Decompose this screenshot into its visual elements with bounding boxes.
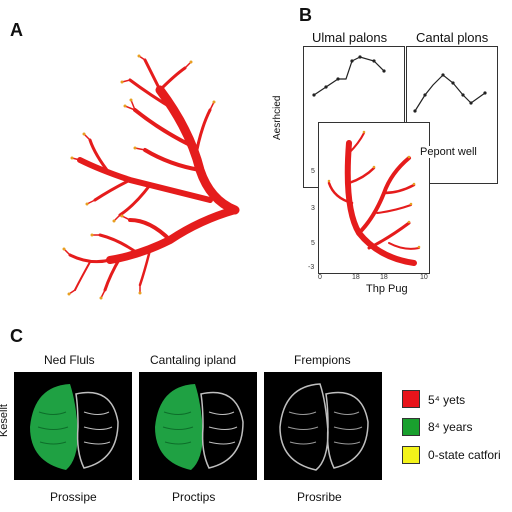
x-tick-label: 18 (352, 274, 360, 281)
inset-tree-illustration (327, 130, 421, 266)
brain-illustration-2 (155, 384, 244, 470)
legend-label: 5⁴ yets (428, 393, 466, 407)
brain-image-1 (14, 372, 132, 480)
legend-label: 8⁴ years (428, 420, 473, 434)
branching-tree-illustration (62, 54, 240, 300)
line-plot-2-series (413, 73, 487, 113)
inset-title: Pepont well (420, 146, 477, 158)
brain-illustration-3 (279, 383, 369, 471)
brain-caption-2: Proctips (172, 490, 216, 504)
x-tick-label: 0 (318, 274, 322, 281)
x-tick-label: 18 (380, 274, 388, 281)
brain-caption-3: Prosribe (297, 490, 342, 504)
y-axis-label: Aesrhcied (272, 95, 283, 140)
brain-illustration-1 (30, 384, 119, 470)
y-tick-label: -3 (308, 264, 315, 271)
brain-title-1: Ned Fluls (44, 353, 95, 367)
brain-title-3: Frempions (294, 353, 351, 367)
legend-swatch-green (402, 418, 420, 436)
legend-swatch-yellow (402, 446, 420, 464)
panel-label-c: C (10, 326, 23, 346)
brain-caption-1: Prossipe (50, 490, 97, 504)
y-tick-label: 5 (311, 240, 315, 247)
y-tick-label: 3 (311, 205, 315, 212)
plot2-title: Cantal plons (416, 30, 489, 45)
legend-label: 0-state catfori (428, 448, 501, 462)
y-tick-label: 5 (311, 168, 315, 175)
brain-image-3 (264, 372, 382, 480)
x-axis-label: Thp Pug (366, 283, 408, 295)
brain-title-2: Cantaling ipland (150, 353, 237, 367)
panel-label-b: B (299, 5, 312, 25)
brain-image-2 (139, 372, 257, 480)
x-tick-label: 10 (420, 274, 428, 281)
plot1-title: Ulmal palons (312, 30, 388, 45)
side-label: Kesellt (0, 404, 10, 438)
panel-label-a: A (10, 20, 23, 40)
line-plot-1-series (312, 55, 386, 97)
inset-tree-plot (318, 122, 430, 274)
legend-swatch-red (402, 390, 420, 408)
